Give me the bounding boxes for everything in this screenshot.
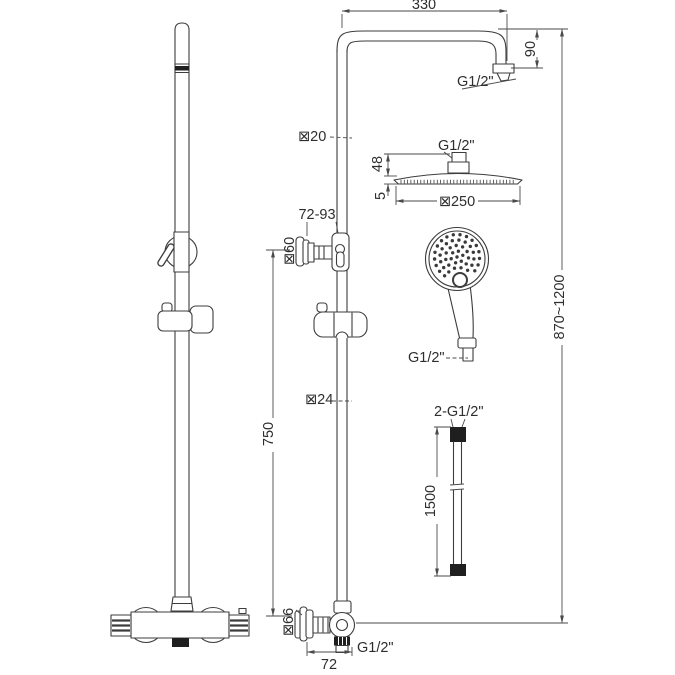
hose-detail [449,427,466,576]
dim-rail-length: 750 [261,422,277,446]
valve-inlet-left [110,614,132,637]
handshower-nut [457,337,477,349]
hose-fitting-top [450,427,466,442]
dim-hose-length: 1500 [423,485,439,517]
label-head-connection: G1/2" [438,138,475,154]
label-bracket-flange-diameter: ⊠60 [282,237,298,265]
valve-button [238,607,247,615]
head-nozzle-ticks [400,179,514,184]
front-handset-holder [157,302,214,334]
head-connector-base [447,161,470,174]
hand-shower-detail [424,226,490,362]
label-rail-lower-diameter: ⊠24 [305,392,333,408]
side-view [294,30,515,654]
head-disc [393,172,523,185]
handshower-spray-dots [432,233,482,278]
valve-inlet-right [228,614,250,637]
arm-nozzle [496,72,511,82]
hose-fitting-bottom [450,564,466,576]
front-rail-band [174,63,190,74]
label-valve-outlet-connection: G1/2" [357,640,394,656]
dim-head-edge-thickness: 5 [373,192,389,200]
arm-end-fitting [492,63,515,74]
handshower-mode-button [452,272,468,288]
dim-overall-height: 870~1200 [552,275,568,340]
dim-arm-length: 330 [412,0,436,13]
front-slider-body [173,231,190,273]
front-thermostatic-valve [110,596,250,647]
valve-body [130,611,230,639]
dim-arm-height: 90 [523,41,539,57]
label-handshower-connection: G1/2" [408,350,445,366]
front-view [110,22,250,647]
dim-head-diameter: ⊠250 [439,194,475,210]
dim-bracket-adjust-range: 72-93 [298,207,335,223]
dim-head-connector-height: 48 [370,156,386,172]
handshower-outlet-stub [462,347,474,362]
overhead-shower-detail [393,151,523,185]
shower-arm-outer [336,30,507,65]
side-handset-holder [313,302,368,339]
handshower-handle [446,283,474,341]
dim-valve-wall-offset: 72 [321,657,337,673]
label-hose-connections: 2-G1/2" [434,404,483,420]
side-valve-connection [294,600,356,654]
label-arm-connection: G1/2" [457,74,494,90]
label-valve-flange-diameter: ⊠66 [281,608,297,636]
valve-outlet [172,638,189,647]
wall-bracket-upper [295,232,350,272]
shower-arm-inner [346,40,497,65]
dimensions: 330 90 G1/2" ⊠20 G1/2" 48 5 ⊠250 72-93 ⊠… [261,0,568,673]
label-rail-upper-diameter: ⊠20 [298,129,326,145]
front-slider-lever [157,243,175,267]
